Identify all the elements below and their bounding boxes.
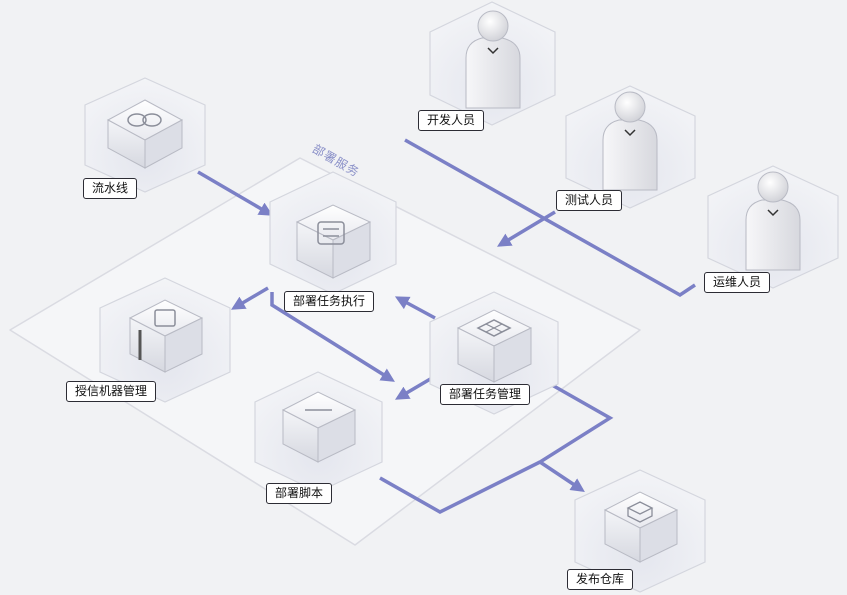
pipeline-cube-icon	[106, 99, 184, 169]
person-icon	[602, 91, 658, 191]
ops-label[interactable]: 运维人员	[704, 272, 771, 293]
arrow-tester-to-line	[496, 210, 556, 247]
developer-node[interactable]	[429, 1, 556, 126]
release-repo-node[interactable]	[574, 469, 706, 593]
server-cube-icon	[128, 299, 204, 373]
deploy-zone-outline	[9, 157, 641, 546]
arrow-manage-to-exec	[394, 296, 436, 320]
deploy-manage-label[interactable]: 部署任务管理	[440, 384, 531, 405]
deploy-script-label[interactable]: 部署脚本	[266, 483, 333, 504]
pipeline-label[interactable]: 流水线	[83, 178, 138, 199]
release-repo-label[interactable]: 发布仓库	[567, 569, 634, 590]
arrow-manage-to-script	[394, 376, 433, 400]
arrow-developer-ops-line	[404, 138, 696, 298]
person-icon	[465, 10, 521, 109]
developer-label[interactable]: 开发人员	[418, 110, 485, 131]
tester-node[interactable]	[565, 85, 696, 209]
arrow-pipeline-to-exec	[197, 170, 274, 216]
deploy-exec-label[interactable]: 部署任务执行	[284, 291, 375, 312]
trusted-machines-label[interactable]: 授信机器管理	[66, 381, 157, 402]
arrow-exec-to-script	[270, 292, 395, 382]
pipeline-node[interactable]	[84, 77, 206, 193]
ops-node[interactable]	[707, 165, 839, 289]
arrow-manage-to-repo	[536, 383, 614, 492]
deploy-exec-node[interactable]	[269, 171, 397, 295]
arrow-exec-to-machines	[230, 286, 269, 310]
arrow-script-to-repo-line	[379, 460, 541, 514]
deploy-manage-node[interactable]	[429, 291, 559, 415]
deploy-script-node[interactable]	[254, 371, 383, 493]
package-cube-icon	[603, 491, 679, 563]
grid-cube-icon	[456, 309, 533, 383]
person-icon	[745, 171, 801, 271]
tester-label[interactable]: 测试人员	[556, 190, 623, 211]
document-cube-icon	[295, 204, 372, 279]
script-cube-icon	[281, 391, 357, 463]
trusted-machines-node[interactable]	[99, 277, 231, 403]
